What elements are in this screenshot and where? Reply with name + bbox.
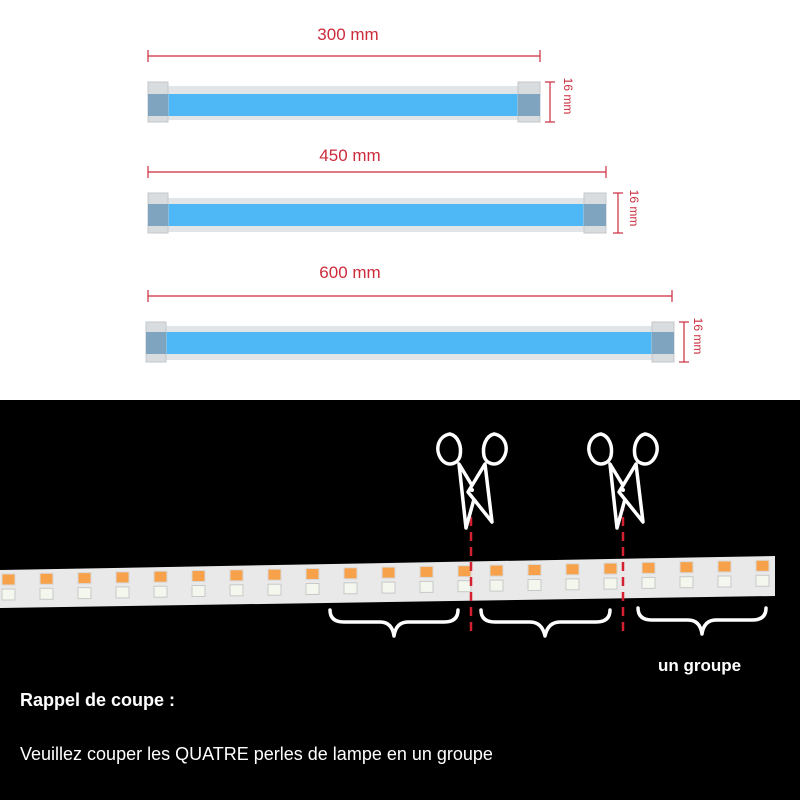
led-amber [191,570,206,582]
led-amber [229,569,244,582]
bar-600: 600 mm 16 mm [145,263,705,363]
led-white [419,580,434,593]
led-amber [77,572,92,585]
led-amber [381,566,396,579]
led-white [229,584,244,597]
end-cap-left-inner [148,204,168,226]
tube-light [164,332,654,354]
led-white [679,576,694,589]
led-white [565,578,580,591]
bar-450: 450 mm 16 mm [147,146,641,234]
led-white [755,574,770,587]
led-white [39,587,54,600]
led-amber [565,563,580,576]
led-white [641,576,656,589]
group-label: un groupe [658,656,742,675]
led-white [115,586,130,599]
dimensions-panel: 300 mm 16 mm 450 mm [0,0,800,400]
brace-3 [636,606,768,636]
end-cap-right-inner [652,332,674,354]
led-white [381,581,396,594]
led-white [305,583,320,595]
led-amber [755,559,770,572]
led-white [191,585,206,597]
led-amber [419,565,434,578]
led-beads [1,559,770,601]
led-white [343,582,358,595]
scissors-icon [587,432,659,530]
led-amber [153,570,168,583]
tube-light [166,204,586,226]
length-label: 450 mm [319,146,380,165]
brace-1 [328,608,460,638]
led-amber [115,571,130,584]
led-amber [641,561,656,574]
led-white [153,585,168,598]
led-amber [489,564,504,577]
led-amber [717,560,732,573]
cut-reminder-title: Rappel de coupe : [20,690,176,710]
led-amber [527,564,542,576]
tube-light [166,94,518,116]
led-amber [343,567,358,580]
led-white [1,588,16,601]
end-cap-left-inner [146,332,166,354]
led-white [717,575,732,588]
led-white [457,580,472,593]
height-label: 16 mm [561,78,575,115]
led-white [77,587,92,600]
cut-diagram-svg [0,432,775,638]
height-label: 16 mm [627,190,641,227]
length-label: 300 mm [317,25,378,44]
led-white [527,579,542,591]
brace-2 [479,608,612,638]
led-amber [1,573,16,586]
cut-instructions-panel: un groupe Rappel de coupe : Veuillez cou… [0,400,800,800]
led-amber [267,568,282,581]
led-amber [679,561,694,574]
led-white [489,579,504,592]
led-white [267,583,282,596]
led-white [603,577,618,590]
end-cap-right-inner [584,204,606,226]
dimensions-svg: 300 mm 16 mm 450 mm [145,25,705,363]
end-cap-left-inner [148,94,168,116]
height-label: 16 mm [691,318,705,355]
scissors-icon [436,432,508,530]
group-braces [328,606,768,638]
end-cap-right-inner [518,94,540,116]
led-amber [603,562,618,575]
length-label: 600 mm [319,263,380,282]
cut-reminder-text: Veuillez couper les QUATRE perles de lam… [20,744,493,764]
led-amber [457,565,472,578]
bar-300: 300 mm 16 mm [147,25,575,123]
led-amber [305,568,320,580]
led-amber [39,572,54,585]
